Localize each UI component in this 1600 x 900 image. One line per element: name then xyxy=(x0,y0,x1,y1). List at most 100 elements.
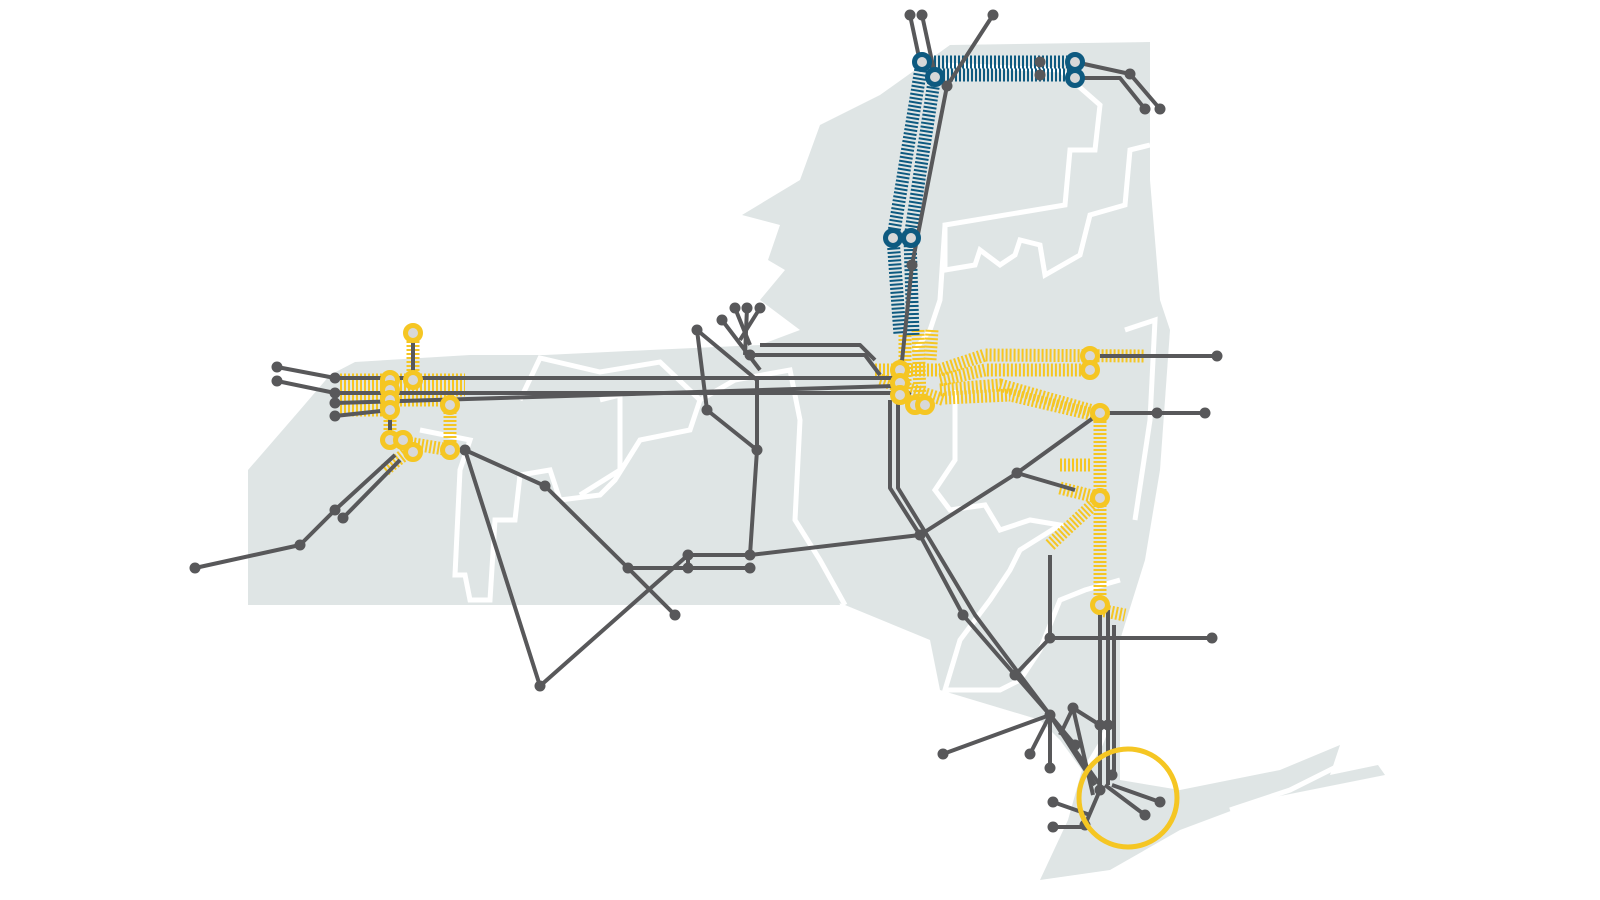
substation-node xyxy=(1139,809,1151,821)
substation-node xyxy=(729,302,741,314)
zone-border xyxy=(1124,316,1158,521)
substation-node xyxy=(337,512,349,524)
substation-node xyxy=(1102,719,1114,731)
substation-nodes xyxy=(189,9,1223,833)
substation-node xyxy=(1206,632,1218,644)
substation-node xyxy=(1044,762,1056,774)
substation-node xyxy=(1151,407,1163,419)
substation-node xyxy=(1047,796,1059,808)
yellow-ring-node xyxy=(403,442,423,462)
substation-node xyxy=(906,259,918,271)
substation-node xyxy=(271,361,283,373)
substation-node xyxy=(1199,407,1211,419)
zone-border xyxy=(419,355,703,603)
substation-node xyxy=(539,480,551,492)
substation-node xyxy=(941,80,953,92)
substation-node xyxy=(1069,739,1081,751)
blue-ring-node xyxy=(883,228,903,248)
substation-node xyxy=(937,748,949,760)
blue-ring-node xyxy=(1065,68,1085,88)
substation-node xyxy=(329,397,341,409)
substation-node xyxy=(329,387,341,399)
transmission-line xyxy=(463,411,1205,688)
transmission-line xyxy=(1028,714,1052,755)
substation-node xyxy=(189,562,201,574)
blue-ring-node xyxy=(1065,52,1085,72)
transmission-line xyxy=(738,306,762,342)
yellow-ring-node xyxy=(440,440,460,460)
substation-node xyxy=(1024,748,1036,760)
zone-border xyxy=(578,391,623,498)
yellow-hatched-line xyxy=(944,388,1097,422)
yellow-ring-node xyxy=(393,430,413,450)
substation-node xyxy=(682,562,694,574)
yellow-ring-node xyxy=(380,400,400,420)
zone-border xyxy=(913,224,948,352)
transmission-line xyxy=(888,400,1212,677)
transmission-line xyxy=(898,13,995,381)
transmission-line xyxy=(920,14,937,76)
yellow-ring-node xyxy=(915,395,935,415)
new-york-state-shape xyxy=(248,42,1385,880)
yellow-hatched-line xyxy=(1058,481,1102,505)
substation-node xyxy=(622,562,634,574)
zone-border xyxy=(1229,762,1342,813)
substation-node xyxy=(669,609,681,621)
substation-node xyxy=(271,375,283,387)
substation-node xyxy=(1094,719,1106,731)
substation-node xyxy=(294,539,306,551)
substation-node xyxy=(1011,467,1023,479)
substation-node xyxy=(716,314,728,326)
substation-node xyxy=(691,324,703,336)
yellow-hatched-line xyxy=(878,373,947,407)
transmission-line xyxy=(334,384,896,405)
yellow-ring-node xyxy=(1080,360,1100,380)
transmission-line xyxy=(464,448,677,617)
substation-node xyxy=(329,504,341,516)
substation-node xyxy=(751,444,763,456)
substation-node xyxy=(1044,709,1056,721)
transmission-lines xyxy=(194,13,1217,829)
substation-node xyxy=(1154,796,1166,808)
substation-node xyxy=(1094,784,1106,796)
substation-node xyxy=(1211,350,1223,362)
substation-node xyxy=(1139,103,1151,115)
substation-node xyxy=(1154,103,1166,115)
substation-node xyxy=(682,549,694,561)
yellow-ring-node xyxy=(403,370,423,390)
yellow-hatched-line xyxy=(923,329,939,361)
substation-node xyxy=(701,404,713,416)
transmission-line xyxy=(1052,800,1091,817)
yellow-ring-node xyxy=(1090,488,1110,508)
blue-ring-node xyxy=(925,67,945,87)
transmission-line xyxy=(1075,76,1147,111)
substation-node xyxy=(1067,702,1079,714)
transmission-line xyxy=(720,318,762,372)
yellow-ring-node xyxy=(890,385,910,405)
substation-node xyxy=(459,444,471,456)
yellow-hatched-line xyxy=(938,363,1090,387)
yellow-ring-node xyxy=(403,323,423,343)
zone-border xyxy=(942,62,1151,279)
transmission-line xyxy=(942,713,1051,756)
substation-node xyxy=(957,609,969,621)
transmission-line xyxy=(1071,707,1095,796)
blue-ring-node xyxy=(901,228,921,248)
transmission-line xyxy=(1016,471,1076,492)
substation-node xyxy=(741,302,753,314)
yellow-hatched-line xyxy=(939,378,1102,420)
transmission-line xyxy=(341,458,402,520)
transmission-line xyxy=(760,343,877,362)
yellow-hatched-line xyxy=(1045,493,1105,550)
substation-node xyxy=(914,529,926,541)
substation-node xyxy=(916,9,928,21)
substation-node xyxy=(1047,821,1059,833)
transmission-line xyxy=(695,328,759,556)
substation-node xyxy=(1009,669,1021,681)
yellow-ring-node xyxy=(1090,595,1110,615)
substation-node xyxy=(754,302,766,314)
transmission-line xyxy=(1083,789,1102,826)
yellow-ring-node xyxy=(1090,403,1110,423)
substation-node xyxy=(329,372,341,384)
